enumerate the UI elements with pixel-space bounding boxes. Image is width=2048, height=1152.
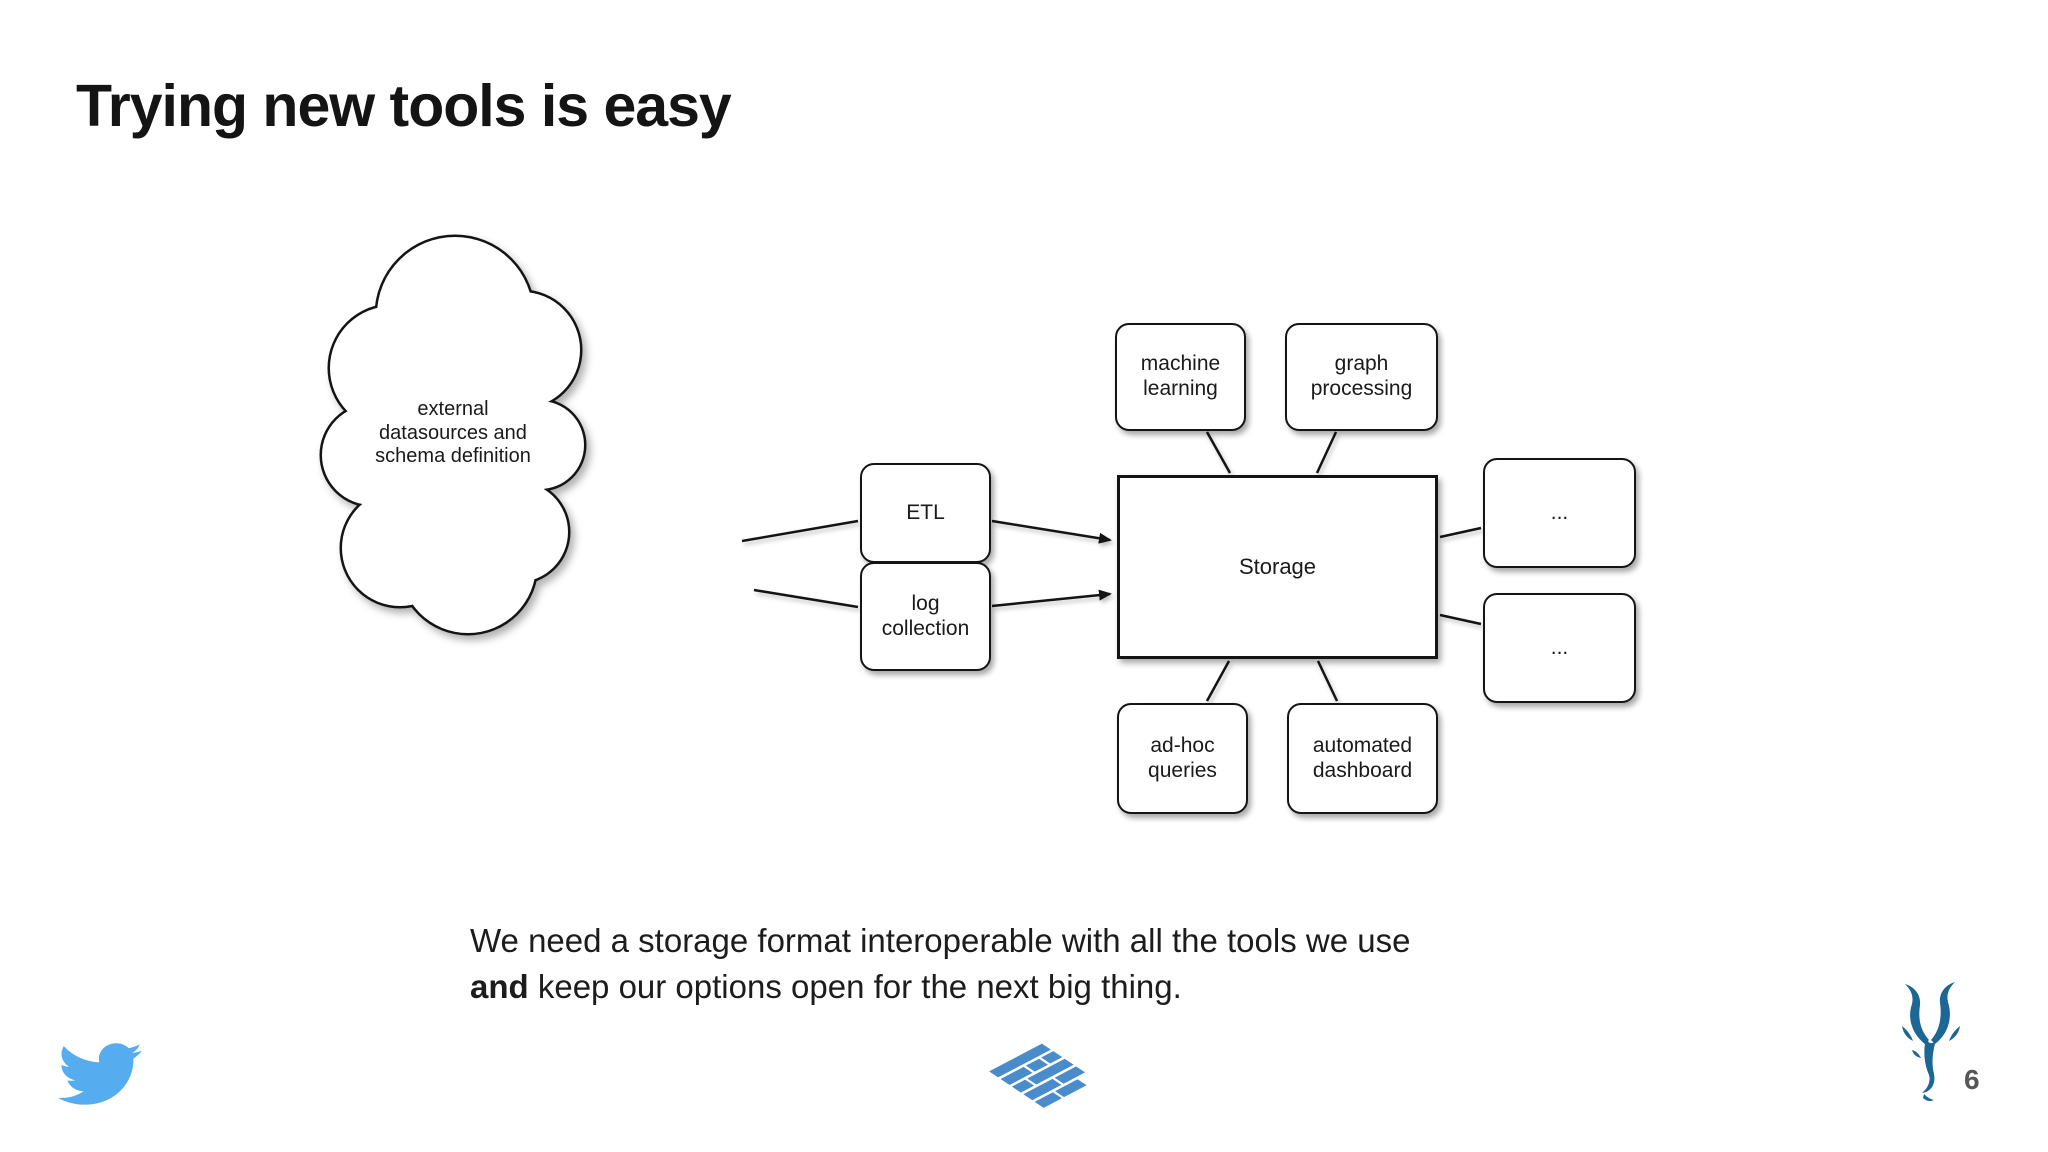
edge-gp-storage [1315,431,1338,474]
node-machine-learning: machine learning [1115,323,1246,431]
edge-cloud-etl [741,519,859,543]
edge-etl-storage-arrow [991,519,1112,544]
node-graph-processing: graph processing [1285,323,1438,431]
edge-ml-storage [1205,431,1232,474]
takeaway-line1: We need a storage format interoperable w… [470,922,1411,959]
node-log-collection: log collection [860,562,991,671]
cloud-label: external datasources and schema definiti… [375,398,531,468]
edge-log-storage-arrow [991,589,1112,608]
edge-storage-adhoc [1205,660,1231,702]
page-title: Trying new tools is easy [76,73,732,139]
node-more-bottom: ... [1483,593,1636,703]
impala-icon [1902,982,1960,1102]
node-more-top: ... [1483,458,1636,568]
edge-storage-more-bottom [1439,613,1482,626]
takeaway-bold-and: and [470,968,529,1006]
edge-storage-autodash [1316,660,1339,702]
twitter-icon [58,1043,142,1105]
cloud-shape [319,234,587,636]
page-number: 6 [1964,1064,1980,1095]
connector-lines [741,431,1482,702]
edge-cloud-log [753,588,859,609]
takeaway-line2: keep our options open for the next big t… [528,968,1182,1006]
takeaway-text: We need a storage format interoperable w… [470,918,1410,1010]
parquet-icon [989,1043,1087,1108]
edge-storage-more-top [1439,526,1482,539]
node-storage: Storage [1117,475,1438,659]
node-etl: ETL [860,463,991,563]
node-automated-dashboard: automated dashboard [1287,703,1438,814]
node-adhoc-queries: ad-hoc queries [1117,703,1248,814]
